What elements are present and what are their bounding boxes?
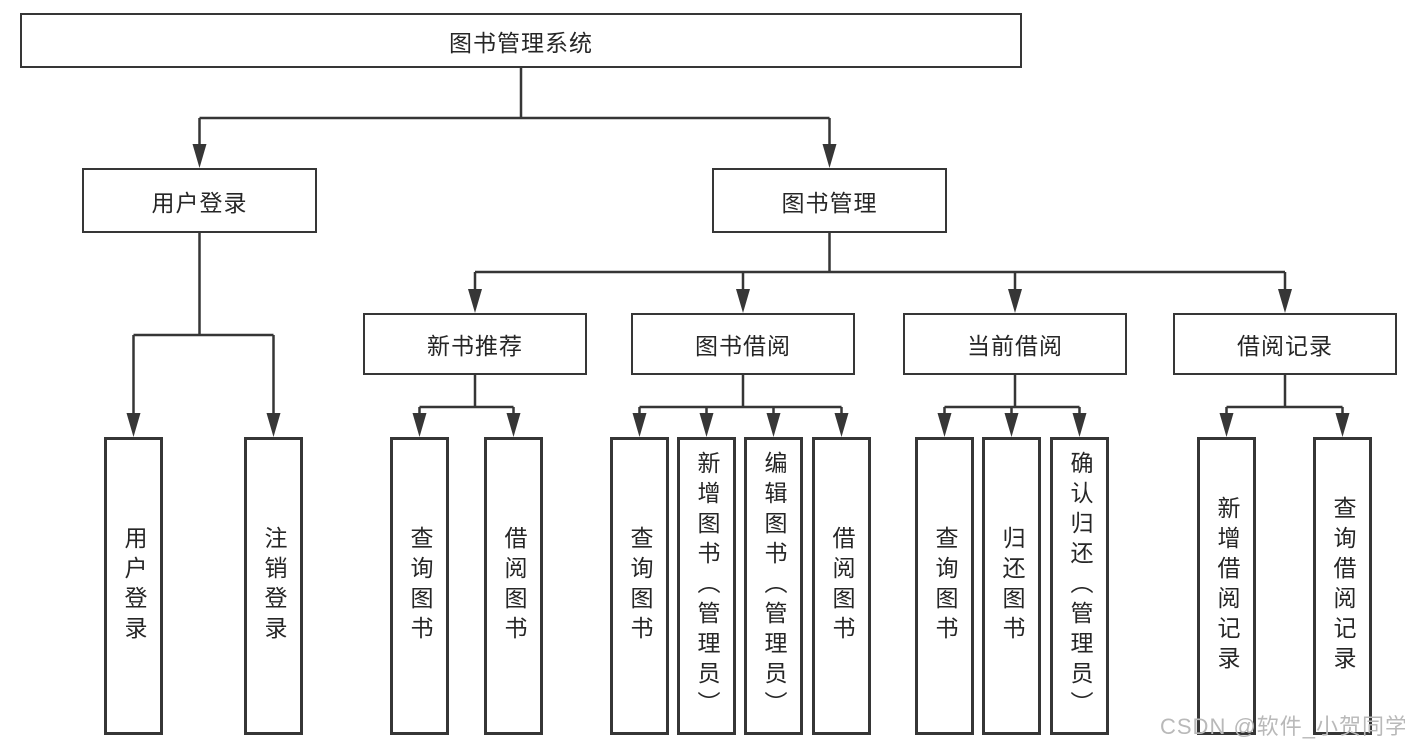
leaf-query-books-borrowing: 查询图书 [610, 437, 669, 735]
edge-book-mgmt-children [468, 233, 1292, 313]
leaf-borrow-books-recommend: 借阅图书 [484, 437, 543, 735]
leaf-query-borrow-record: 查询借阅记录 [1313, 437, 1372, 735]
leaf-user-login: 用户登录 [104, 437, 163, 735]
leaf-logout: 注销登录 [244, 437, 303, 735]
node-library-management-system: 图书管理系统 [20, 13, 1022, 68]
leaf-add-book-admin: 新增图书（管理员） [677, 437, 736, 735]
leaf-return-book: 归还图书 [982, 437, 1041, 735]
node-book-management: 图书管理 [712, 168, 947, 233]
node-new-book-recommendation: 新书推荐 [363, 313, 587, 375]
leaf-add-borrow-record: 新增借阅记录 [1197, 437, 1256, 735]
edge-current-borrow-children [937, 375, 1087, 437]
leaf-confirm-return-admin: 确认归还（管理员） [1050, 437, 1109, 735]
leaf-borrow-books-borrowing: 借阅图书 [812, 437, 871, 735]
leaf-edit-book-admin: 编辑图书（管理员） [744, 437, 803, 735]
edge-root-to-level2 [192, 68, 837, 168]
edge-book-borrow-children [632, 375, 849, 437]
edge-borrow-records-children [1219, 375, 1350, 437]
csdn-watermark: CSDN @软件_小贺同学 [1160, 714, 1405, 739]
node-book-borrowing: 图书借阅 [631, 313, 855, 375]
node-borrowing-records: 借阅记录 [1173, 313, 1397, 375]
leaf-query-books-current: 查询图书 [915, 437, 974, 735]
node-user-login: 用户登录 [82, 168, 317, 233]
leaf-query-books-recommend: 查询图书 [390, 437, 449, 735]
edge-user-login-children [126, 233, 281, 437]
node-current-borrowing: 当前借阅 [903, 313, 1127, 375]
edge-new-book-rec-children [412, 375, 521, 437]
